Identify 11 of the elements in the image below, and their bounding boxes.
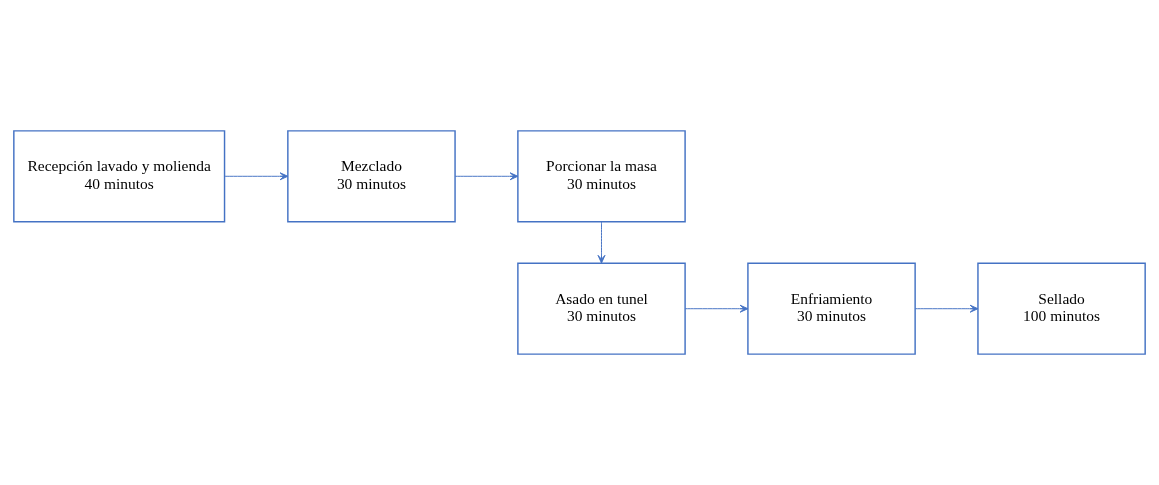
node-box: Sellado 100 minutos <box>977 262 1146 355</box>
arrow <box>684 304 749 313</box>
node-box: Enfriamiento 30 minutos <box>747 262 916 355</box>
node-box: Porcionar la masa 30 minutos <box>517 130 686 223</box>
arrow <box>224 172 289 181</box>
node-box: Mezclado 30 minutos <box>287 130 456 223</box>
arrow <box>454 172 519 181</box>
node-box: Recepción lavado y molienda 40 minutos <box>13 130 226 223</box>
arrow <box>597 221 606 264</box>
arrow <box>914 304 979 313</box>
node-box: Asado en tunel 30 minutos <box>517 262 686 355</box>
